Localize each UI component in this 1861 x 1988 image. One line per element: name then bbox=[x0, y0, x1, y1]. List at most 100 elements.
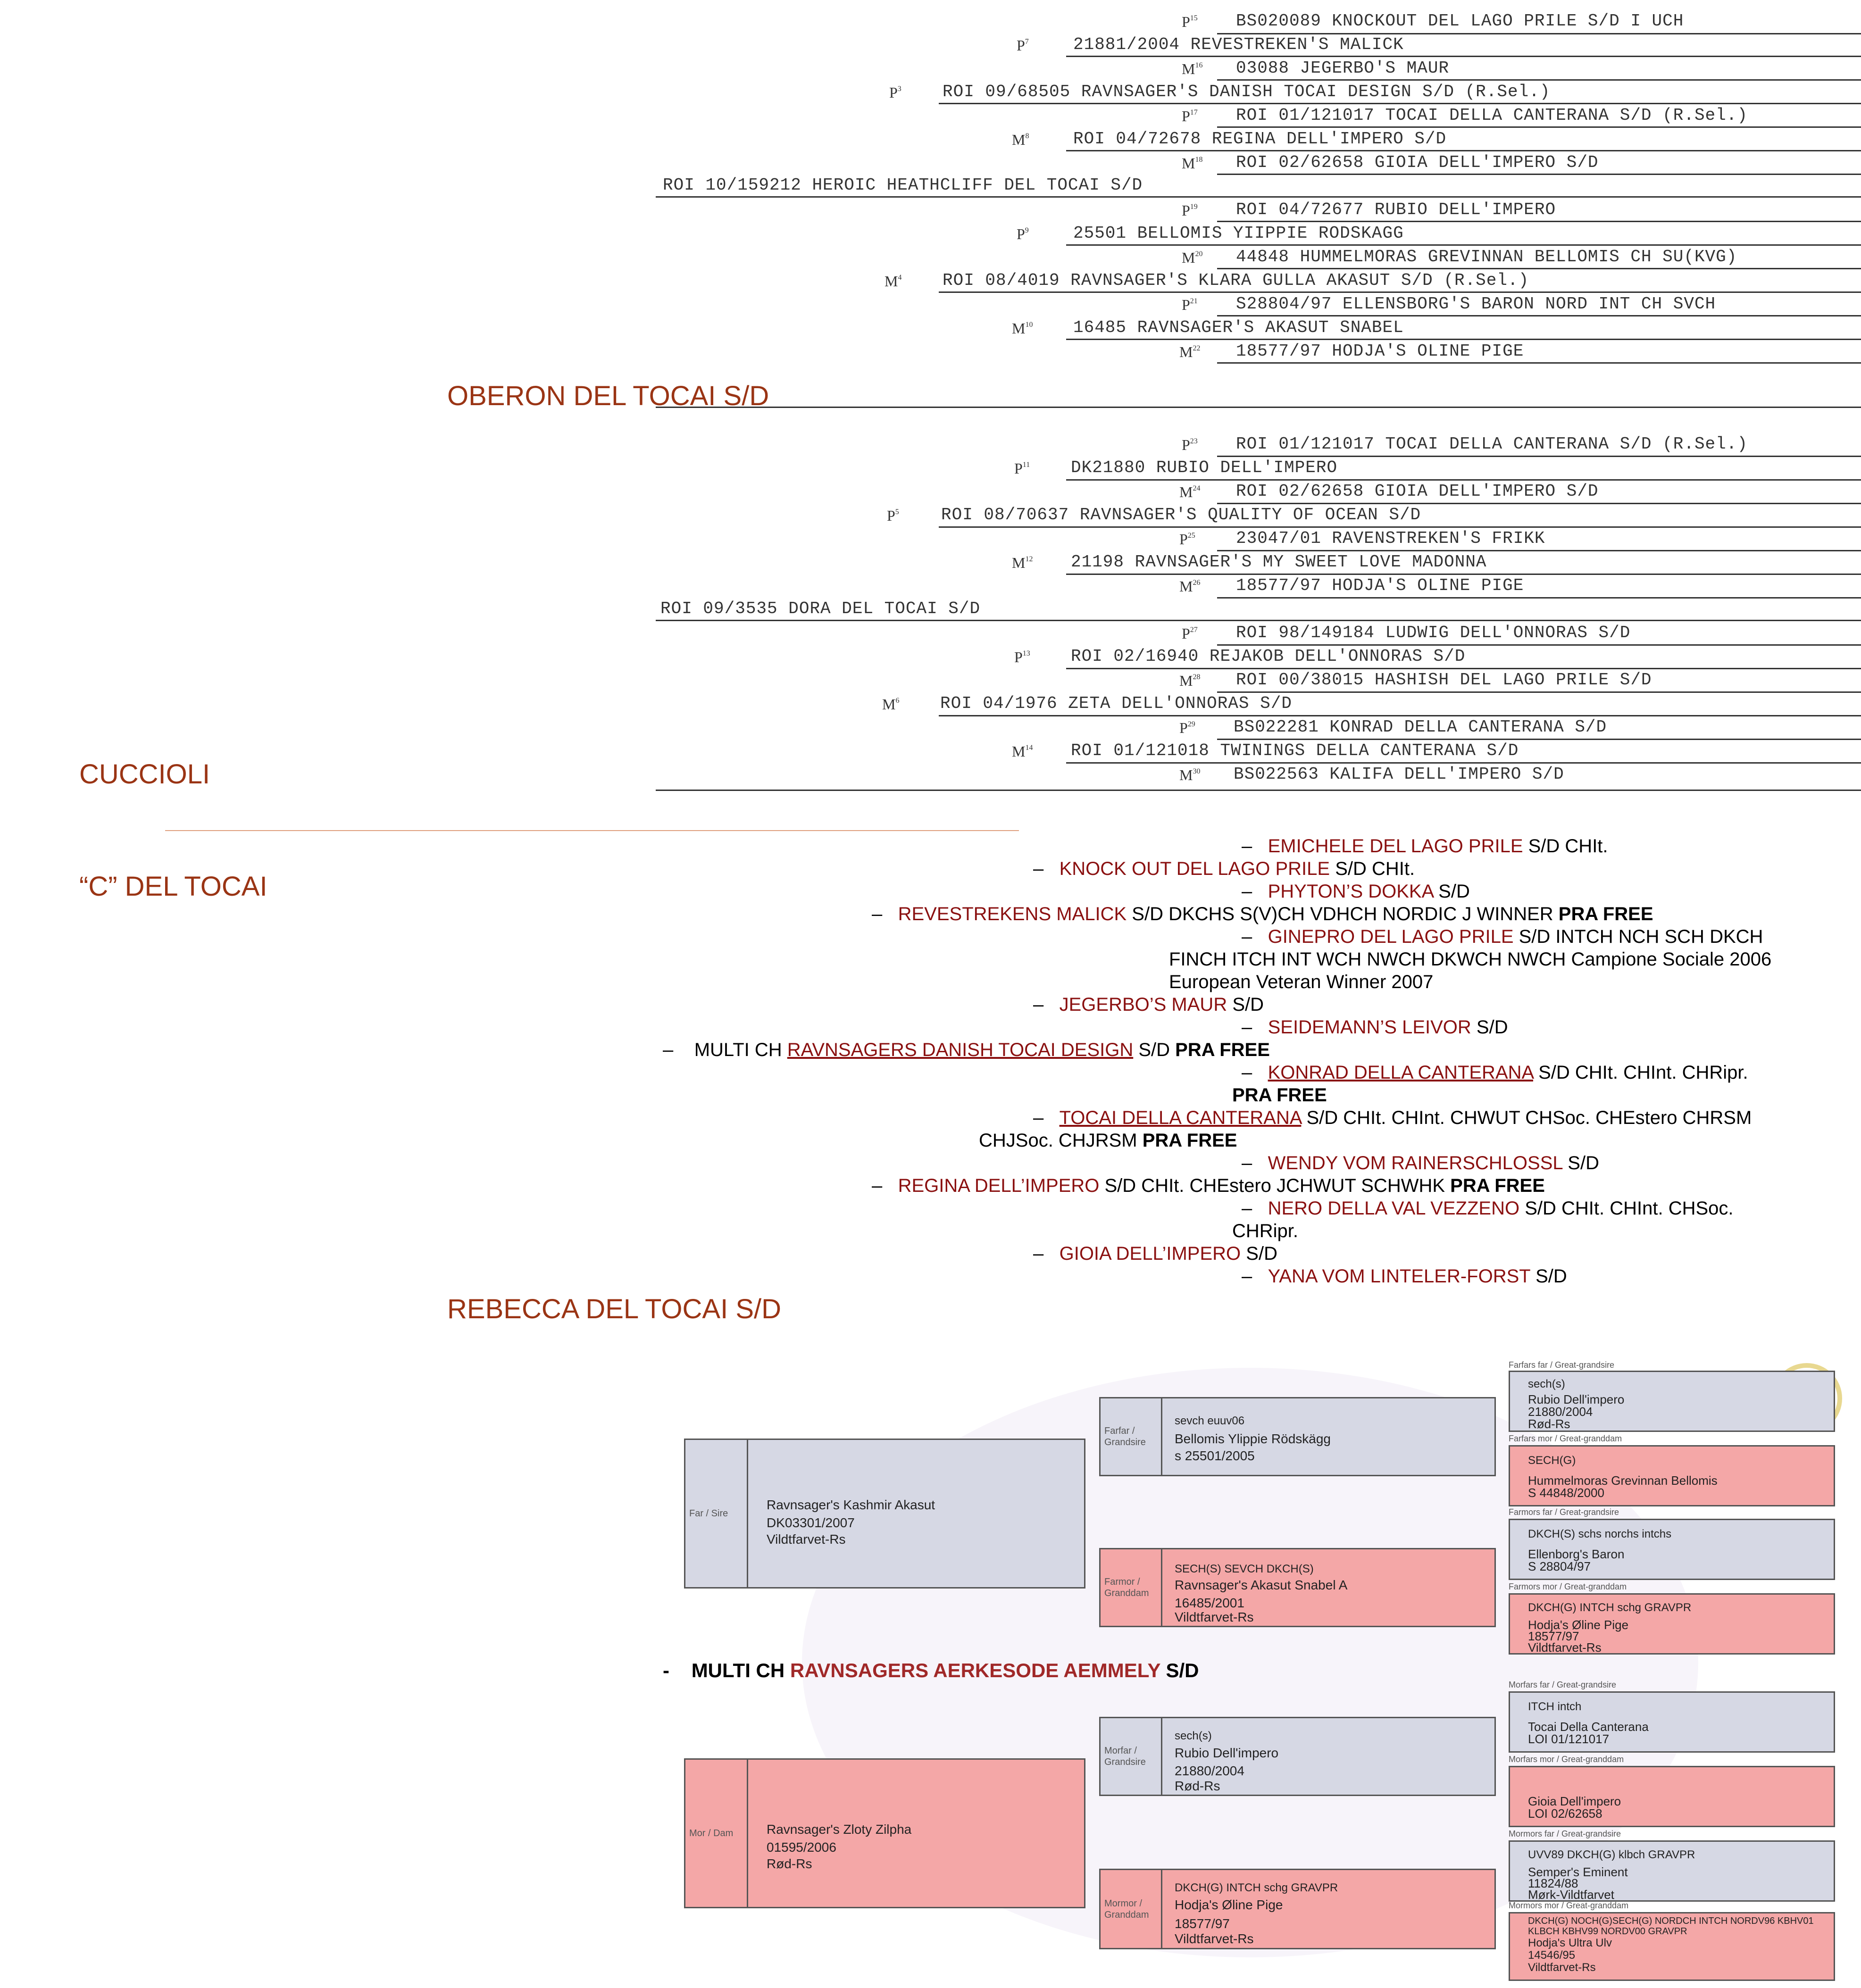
pedigree-entry: ROI 08/4019 RAVNSAGER'S KLARA GULLA AKAS… bbox=[943, 271, 1529, 290]
morfar-color: Rød-Rs bbox=[1175, 1779, 1220, 1793]
pedigree-marker: P29 bbox=[1179, 719, 1195, 736]
lineage-item: – JEGERBO’S MAUR S/D bbox=[1033, 994, 1264, 1015]
gg-name: Semper's Eminent bbox=[1528, 1865, 1628, 1879]
pedigree-line bbox=[656, 407, 1861, 408]
pedigree-entry: 23047/01 RAVENSTREKEN'S FRIKK bbox=[1236, 529, 1545, 548]
gg-title: DKCH(G) NOCH(G)SECH(G) NORDCH INTCH NORD… bbox=[1528, 1916, 1814, 1926]
link-danish-tocai-design[interactable]: RAVNSAGERS DANISH TOCAI DESIGN bbox=[787, 1040, 1134, 1060]
lineage-item: – KONRAD DELLA CANTERANA S/D CHIt. CHInt… bbox=[1242, 1062, 1748, 1083]
gg-caption: Farfars mor / Great-granddam bbox=[1509, 1434, 1622, 1443]
dam-reg: 01595/2006 bbox=[767, 1840, 836, 1855]
sire-box: Far / Sire Ravnsager's Kashmir Akasut DK… bbox=[684, 1439, 1085, 1589]
gg-title: DKCH(S) schs norchs intchs bbox=[1528, 1528, 1672, 1540]
lineage-item: – EMICHELE DEL LAGO PRILE S/D CHIt. bbox=[1242, 836, 1608, 857]
pedigree-entry: 03088 JEGERBO'S MAUR bbox=[1236, 58, 1450, 78]
pedigree-line bbox=[1066, 668, 1861, 669]
link-konrad[interactable]: KONRAD DELLA CANTERANA bbox=[1268, 1062, 1533, 1083]
pedigree-marker: M28 bbox=[1179, 672, 1201, 689]
pedigree-marker: M20 bbox=[1182, 249, 1203, 266]
pedigree-marker: M4 bbox=[885, 273, 902, 290]
gg-box: ITCH intch Tocai Della Canterana LOI 01/… bbox=[1509, 1691, 1835, 1753]
pedigree-marker: P11 bbox=[1014, 460, 1030, 477]
dam-label: Mor / Dam bbox=[689, 1828, 734, 1838]
gg-name: Hodja's Øline Pige bbox=[1528, 1618, 1629, 1632]
sire-reg: DK03301/2007 bbox=[767, 1515, 855, 1530]
pedigree-entry: ROI 02/62658 GIOIA DELL'IMPERO S/D bbox=[1236, 482, 1599, 501]
mormor-name: Hodja's Øline Pige bbox=[1175, 1897, 1283, 1912]
pedigree-line bbox=[939, 715, 1861, 716]
heading-rebecca: REBECCA DEL TOCAI S/D bbox=[447, 1294, 782, 1324]
lineage-item-cont: CHRipr. bbox=[1232, 1221, 1299, 1241]
pedigree-marker: P9 bbox=[1017, 225, 1029, 242]
pedigree-marker: M10 bbox=[1012, 320, 1033, 337]
heading-oberon: OBERON DEL TOCAI S/D bbox=[447, 381, 769, 411]
gg-name: Rubio Dell'impero bbox=[1528, 1392, 1625, 1406]
gg-box: DKCH(S) schs norchs intchs Ellenborg's B… bbox=[1509, 1519, 1835, 1580]
farmor-name: Ravnsager's Akasut Snabel A bbox=[1175, 1578, 1348, 1592]
pedigree-entry: ROI 02/62658 GIOIA DELL'IMPERO S/D bbox=[1236, 153, 1599, 172]
lineage-item: – PHYTON’S DOKKA S/D bbox=[1242, 881, 1470, 902]
morfar-label: Morfar / Grandsire bbox=[1104, 1746, 1146, 1767]
pedigree-marker: P23 bbox=[1182, 436, 1198, 453]
mormor-reg: 18577/97 bbox=[1175, 1916, 1230, 1931]
farfar-name: Bellomis Ylippie Rödskägg bbox=[1175, 1431, 1331, 1446]
lineage-item: – WENDY VOM RAINERSCHLOSSL S/D bbox=[1242, 1153, 1599, 1173]
gg-caption: Farmors far / Great-grandsire bbox=[1509, 1507, 1619, 1517]
pedigree-entry: 44848 HUMMELMORAS GREVINNAN BELLOMIS CH … bbox=[1236, 247, 1737, 266]
gg-box: SECH(G) Hummelmoras Grevinnan Bellomis S… bbox=[1509, 1445, 1835, 1506]
pedigree-marker: M8 bbox=[1012, 131, 1029, 148]
lineage-item: – MULTI CH RAVNSAGERS DANISH TOCAI DESIG… bbox=[663, 1040, 1270, 1060]
pedigree-line bbox=[1217, 362, 1861, 364]
pedigree-line bbox=[1217, 174, 1861, 175]
pedigree-marker: P7 bbox=[1017, 37, 1029, 54]
morfar-box: Morfar / Grandsire sech(s) Rubio Dell'im… bbox=[1099, 1717, 1496, 1796]
farfar-title: sevch euuv06 bbox=[1175, 1414, 1245, 1427]
link-tocai[interactable]: TOCAI DELLA CANTERANA bbox=[1059, 1107, 1302, 1128]
pedigree-entry: ROI 01/121017 TOCAI DELLA CANTERANA S/D … bbox=[1236, 434, 1748, 454]
pedigree-line bbox=[1217, 644, 1861, 646]
pedigree-entry: ROI 01/121017 TOCAI DELLA CANTERANA S/D … bbox=[1236, 106, 1748, 125]
mormor-color: Vildtfarvet-Rs bbox=[1175, 1931, 1254, 1946]
gg-reg: 18577/97 bbox=[1528, 1629, 1579, 1643]
pedigree-entry: ROI 00/38015 HASHISH DEL LAGO PRILE S/D bbox=[1236, 670, 1652, 690]
pedigree-entry: ROI 09/68505 RAVNSAGER'S DANISH TOCAI DE… bbox=[943, 82, 1551, 101]
gg-reg: LOI 02/62658 bbox=[1528, 1806, 1602, 1821]
sire-color: Vildtfarvet-Rs bbox=[767, 1532, 846, 1547]
gg-caption: Farmors mor / Great-granddam bbox=[1509, 1582, 1627, 1591]
mormor-box: Mormor / Granddam DKCH(G) INTCH schg GRA… bbox=[1099, 1869, 1496, 1949]
morfar-title: sech(s) bbox=[1175, 1730, 1212, 1742]
pedigree-line bbox=[1066, 762, 1861, 764]
dam-box: Mor / Dam Ravnsager's Zloty Zilpha 01595… bbox=[684, 1758, 1085, 1908]
pedigree-marker: M6 bbox=[882, 696, 900, 713]
box-divider bbox=[747, 1440, 748, 1587]
pedigree-entry-sire: ROI 10/159212 HEROIC HEATHCLIFF DEL TOCA… bbox=[663, 175, 1143, 195]
pedigree-marker: P21 bbox=[1182, 296, 1198, 313]
morfar-name: Rubio Dell'impero bbox=[1175, 1746, 1279, 1760]
pedigree-marker: P13 bbox=[1014, 649, 1030, 665]
mormor-title: DKCH(G) INTCH schg GRAVPR bbox=[1175, 1881, 1338, 1894]
farmor-box: Farmor / Granddam SECH(S) SEVCH DKCH(S) … bbox=[1099, 1548, 1496, 1627]
gg-caption: Morfars mor / Great-granddam bbox=[1509, 1755, 1624, 1764]
pedigree-marker: P25 bbox=[1179, 531, 1195, 548]
lineage-item: – GIOIA DELL’IMPERO S/D bbox=[1033, 1243, 1277, 1264]
farfar-reg: s 25501/2005 bbox=[1175, 1448, 1255, 1463]
pedigree-marker: M16 bbox=[1182, 60, 1203, 77]
pedigree-entry: ROI 08/70637 RAVNSAGER'S QUALITY OF OCEA… bbox=[941, 505, 1421, 524]
mormor-label: Mormor / Granddam bbox=[1104, 1898, 1149, 1920]
gg-title: KLBCH KBHV99 NORDV00 GRAVPR bbox=[1528, 1926, 1687, 1937]
pedigree-marker: M22 bbox=[1179, 343, 1201, 360]
gg-box: UVV89 DKCH(G) klbch GRAVPR Semper's Emin… bbox=[1509, 1840, 1835, 1902]
gg-title: ITCH intch bbox=[1528, 1700, 1582, 1713]
pedigree-line bbox=[1066, 56, 1861, 57]
gg-name: Hummelmoras Grevinnan Bellomis bbox=[1528, 1473, 1718, 1488]
heading-c-del-tocai: “C” DEL TOCAI bbox=[79, 871, 267, 902]
pedigree-marker: P5 bbox=[887, 507, 899, 524]
farmor-reg: 16485/2001 bbox=[1175, 1596, 1244, 1610]
heading-cuccioli: CUCCIOLI bbox=[79, 759, 210, 790]
pedigree-line bbox=[1217, 550, 1861, 551]
lineage-item-cont: FINCH ITCH INT WCH NWCH DKWCH NWCH Campi… bbox=[1169, 949, 1772, 970]
pedigree-entry: 16485 RAVNSAGER'S AKASUT SNABEL bbox=[1073, 318, 1404, 337]
pedigree-line bbox=[1066, 339, 1861, 340]
pedigree-marker: M26 bbox=[1179, 578, 1201, 595]
pedigree-line bbox=[939, 526, 1861, 528]
